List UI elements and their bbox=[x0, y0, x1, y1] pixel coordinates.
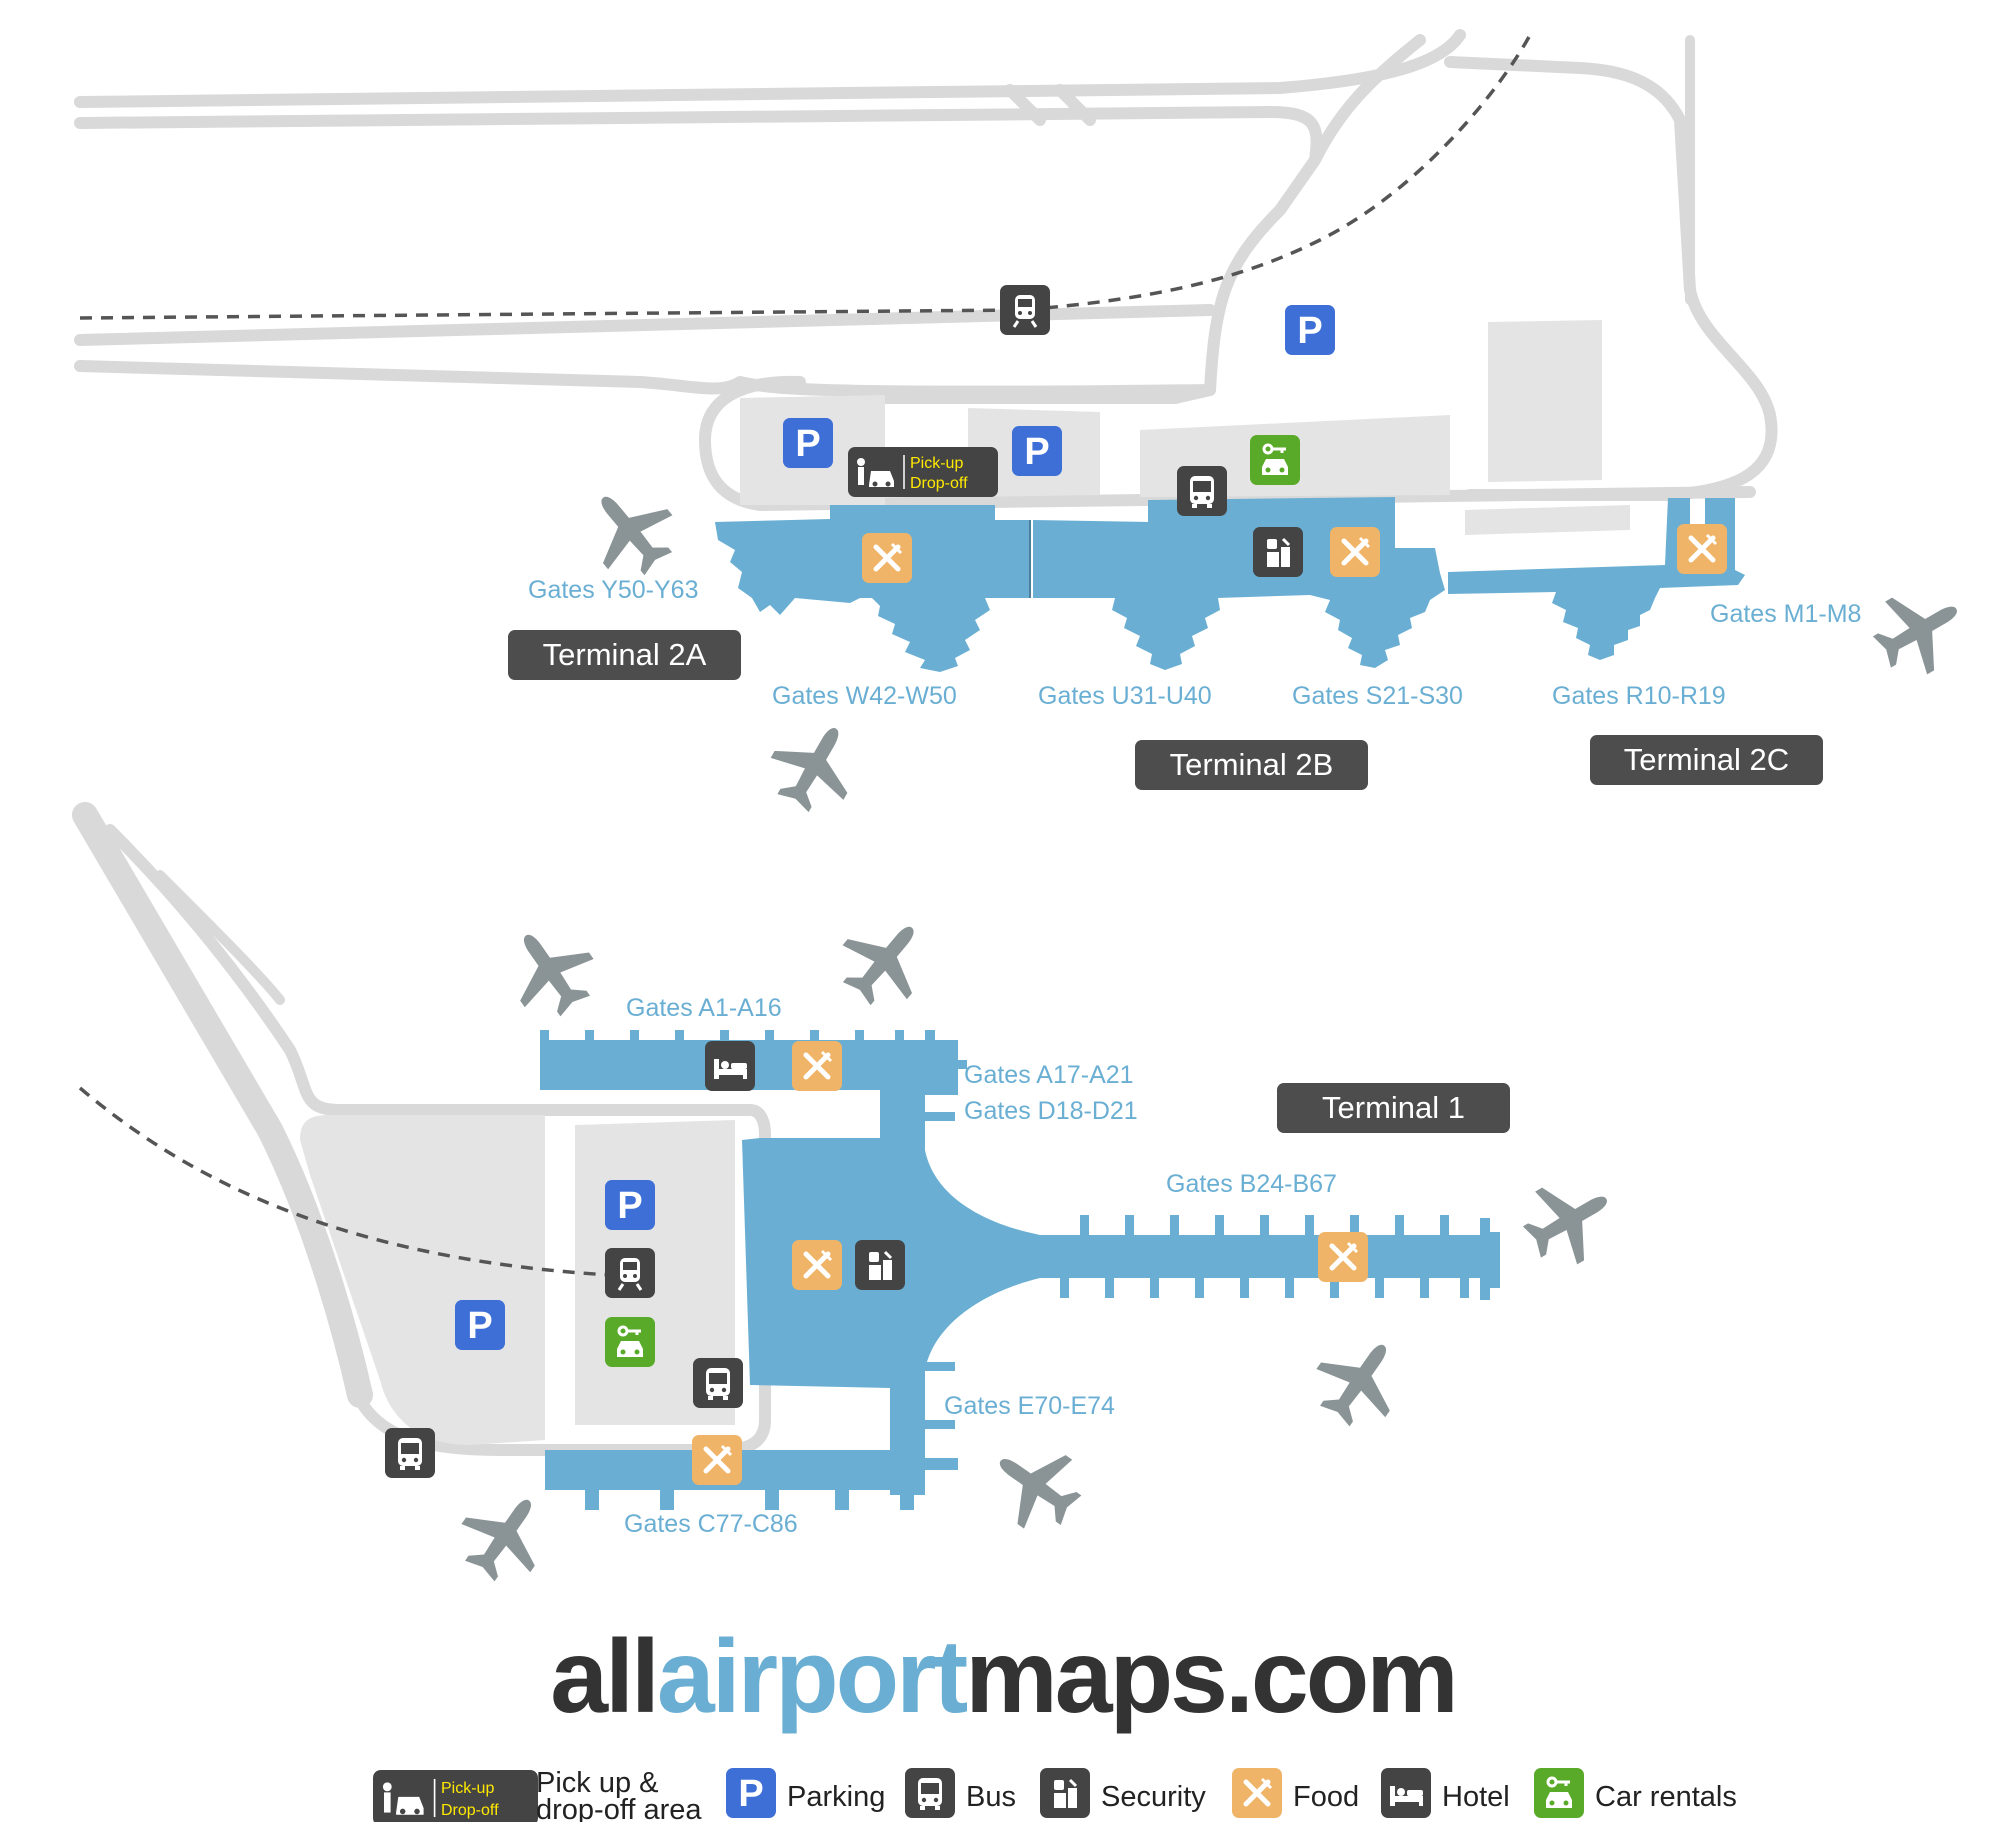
svg-text:Drop-off: Drop-off bbox=[441, 1802, 499, 1819]
legend-parking-label: Parking bbox=[787, 1781, 885, 1813]
plane-icon bbox=[1300, 1321, 1419, 1441]
bus-icon bbox=[385, 1428, 435, 1478]
train-icon bbox=[603, 1246, 657, 1300]
gate-label-b: Gates B24-B67 bbox=[1166, 1170, 1337, 1198]
legend-pickup: Pick-up Drop-off bbox=[372, 1769, 539, 1822]
food-icon bbox=[1677, 524, 1727, 574]
security-icon bbox=[1251, 525, 1305, 579]
food-icon bbox=[692, 1435, 742, 1485]
gate-label-m: Gates M1-M8 bbox=[1710, 600, 1861, 628]
parking-icon bbox=[726, 1768, 776, 1818]
food-icon bbox=[862, 533, 912, 583]
site-logo: allairportmaps.com bbox=[550, 1619, 1458, 1735]
svg-text:Terminal 2B: Terminal 2B bbox=[1170, 747, 1334, 782]
t1-rail-line bbox=[78, 1086, 611, 1277]
legend-bus-label: Bus bbox=[966, 1781, 1016, 1813]
food-icon bbox=[792, 1240, 842, 1290]
svg-text:Terminal 2A: Terminal 2A bbox=[543, 637, 707, 672]
terminal-label-2b: Terminal 2B bbox=[1135, 740, 1368, 790]
parking-icon bbox=[1285, 305, 1335, 355]
security-icon bbox=[853, 1238, 907, 1292]
t1-roads bbox=[72, 802, 771, 1456]
plane-icon bbox=[976, 1426, 1096, 1545]
legend: Pick-up Drop-off Pick up & drop-off area… bbox=[372, 1766, 1737, 1822]
t2-rail-line bbox=[79, 34, 1532, 320]
legend-food-label: Food bbox=[1293, 1781, 1359, 1813]
gate-label-y: Gates Y50-Y63 bbox=[528, 576, 698, 604]
plane-icon bbox=[1510, 1162, 1628, 1279]
gate-label-e: Gates E70-E74 bbox=[944, 1392, 1115, 1420]
food-icon bbox=[1232, 1768, 1282, 1818]
plane-icon bbox=[570, 470, 691, 591]
svg-text:Terminal 1: Terminal 1 bbox=[1322, 1090, 1465, 1125]
b-concourse-fingers bbox=[1060, 1215, 1469, 1298]
svg-text:Drop-off: Drop-off bbox=[910, 475, 968, 492]
gate-label-s: Gates S21-S30 bbox=[1292, 682, 1463, 710]
gate-label-a17-a21: Gates A17-A21 bbox=[964, 1061, 1134, 1089]
legend-car-rentals-label: Car rentals bbox=[1595, 1781, 1737, 1813]
gate-labels: Gates Y50-Y63 Gates W42-W50 Gates U31-U4… bbox=[528, 576, 1861, 1538]
pickup-dropoff-icon: Pick-up Drop-off bbox=[847, 446, 999, 498]
terminal-label-2c: Terminal 2C bbox=[1590, 735, 1823, 785]
svg-text:Pick-up: Pick-up bbox=[910, 455, 963, 472]
svg-text:Pick-up: Pick-up bbox=[441, 1780, 494, 1797]
gate-label-a1-a16: Gates A1-A16 bbox=[626, 994, 782, 1022]
food-icon bbox=[792, 1041, 842, 1091]
gate-label-w: Gates W42-W50 bbox=[772, 682, 957, 710]
parking-icon bbox=[1012, 426, 1062, 476]
bus-icon bbox=[905, 1768, 955, 1818]
svg-text:Terminal 2C: Terminal 2C bbox=[1624, 742, 1789, 777]
gate-label-u: Gates U31-U40 bbox=[1038, 682, 1212, 710]
parking-icon bbox=[605, 1180, 655, 1230]
food-icon bbox=[1330, 527, 1380, 577]
legend-hotel-label: Hotel bbox=[1442, 1781, 1510, 1813]
plane-icon bbox=[1860, 572, 1978, 689]
legend-pickup-label-2: drop-off area bbox=[536, 1794, 702, 1822]
parking-icon bbox=[783, 418, 833, 468]
plane-icon bbox=[491, 911, 610, 1031]
car-rental-icon bbox=[603, 1315, 657, 1369]
train-icon bbox=[998, 283, 1052, 337]
food-icon bbox=[1318, 1232, 1368, 1282]
car-rental-icon bbox=[1532, 1766, 1586, 1820]
parking-icon bbox=[455, 1300, 505, 1350]
hotel-icon bbox=[1381, 1768, 1431, 1818]
legend-pickup-label-1: Pick up & bbox=[536, 1767, 659, 1799]
plane-icon bbox=[445, 1476, 564, 1596]
terminal-label-1: Terminal 1 bbox=[1277, 1083, 1510, 1133]
legend-security-label: Security bbox=[1101, 1781, 1206, 1813]
security-icon bbox=[1038, 1766, 1092, 1820]
terminal-label-2a: Terminal 2A bbox=[508, 630, 741, 680]
bus-icon bbox=[1177, 466, 1227, 516]
plane-icon bbox=[824, 900, 945, 1021]
plane-icon bbox=[756, 707, 873, 825]
bus-icon bbox=[693, 1358, 743, 1408]
gate-label-d: Gates D18-D21 bbox=[964, 1097, 1138, 1125]
hotel-icon bbox=[705, 1041, 755, 1091]
gate-label-c: Gates C77-C86 bbox=[624, 1510, 798, 1538]
car-rental-icon bbox=[1248, 433, 1302, 487]
svg-text:allairportmaps.com: allairportmaps.com bbox=[550, 1619, 1455, 1735]
gate-label-r: Gates R10-R19 bbox=[1552, 682, 1726, 710]
